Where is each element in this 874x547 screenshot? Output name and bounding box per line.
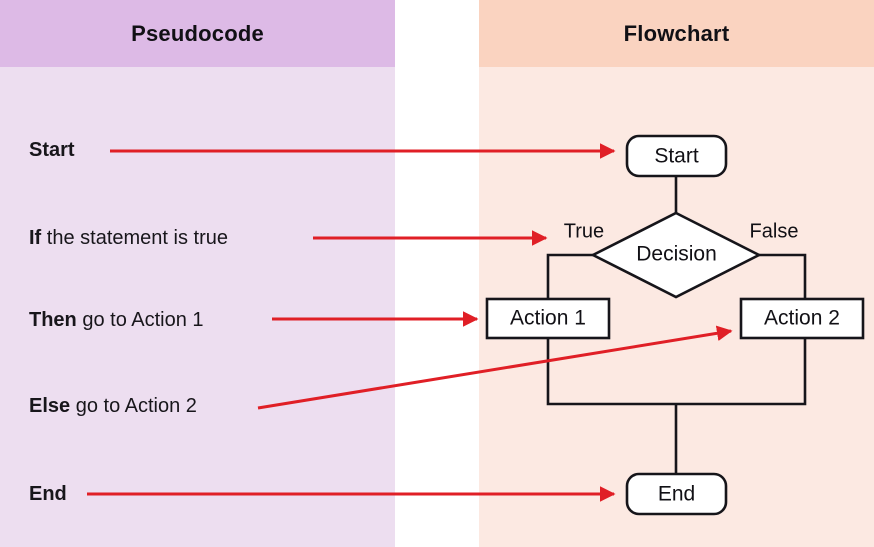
pseudocode-panel: Pseudocode [0,0,395,547]
pseudocode-keyword-then: Then [29,309,77,331]
flowchart-node-action2-label: Action 2 [764,307,840,330]
flowchart-panel-title: Flowchart [479,0,874,67]
flowchart-node-action2[interactable] [739,297,865,340]
pseudocode-keyword-start: Start [29,139,75,161]
connector-decision-false-to-action2 [758,253,807,299]
pseudocode-text-else: go to Action 2 [70,395,197,417]
connector-decision-true-to-action1 [546,253,594,299]
flowchart-panel: Flowchart [479,0,874,547]
flowchart-node-action1[interactable] [485,297,611,340]
flowchart-node-end[interactable] [625,472,728,516]
connector-actions-join [546,338,807,406]
flowchart-node-decision-label: Decision [636,243,717,266]
flowchart-node-start[interactable] [625,134,728,178]
pseudocode-line-start: Start [29,140,75,160]
flowchart-node-start-label: Start [654,145,699,168]
pseudocode-keyword-end: End [29,483,67,505]
pseudocode-text-if: the statement is true [41,227,228,249]
flowchart-branch-label-true: True [564,220,604,242]
flowchart-node-action1-label: Action 1 [510,307,586,330]
pseudocode-line-then: Then go to Action 1 [29,310,204,330]
pointer-arrow-else [257,325,733,410]
pseudocode-keyword-else: Else [29,395,71,417]
pseudocode-keyword-if: If [29,227,42,249]
pseudocode-panel-title: Pseudocode [0,0,395,67]
pseudocode-line-else: Else go to Action 2 [29,396,197,416]
pseudocode-line-if: If the statement is true [29,228,228,248]
pseudocode-line-end: End [29,484,67,504]
flowchart-node-end-label: End [658,483,695,506]
flowchart-branch-label-false: False [750,220,799,242]
flowchart-node-decision[interactable] [590,211,762,299]
pseudocode-text-then: go to Action 1 [76,309,204,331]
